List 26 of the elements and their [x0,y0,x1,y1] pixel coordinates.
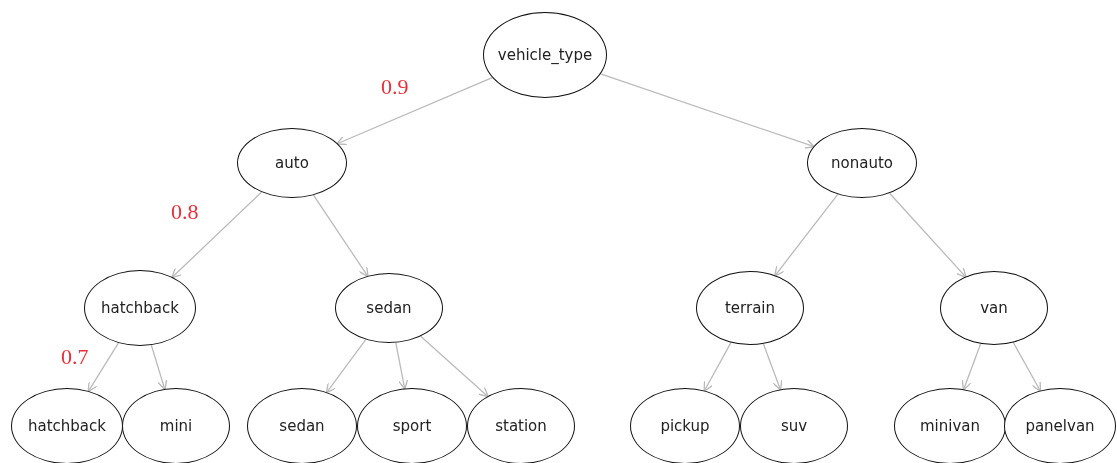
node-label: nonauto [831,154,893,172]
node-label: auto [275,154,309,172]
arrow [395,342,409,390]
node-label: panelvan [1025,417,1095,435]
arrow [171,191,263,279]
arrow [312,194,369,278]
arrow [87,342,119,393]
node-label: sport [392,417,432,435]
arrow [1012,341,1042,392]
node-label: sedan [279,417,325,435]
node-label: suv [780,417,808,435]
arrow [774,193,839,277]
node-label: hatchback [101,299,179,317]
node-label: hatchback [28,417,106,435]
arrow [888,192,967,278]
arrow [325,338,367,394]
node-label: minivan [920,417,980,435]
arrow [703,341,732,392]
node-label: sedan [366,299,412,317]
arrow [420,335,489,398]
node-label: pickup [660,417,710,435]
node-label: vehicle_type [497,46,593,64]
node-label: terrain [724,299,775,317]
node-label: mini [159,417,193,435]
node-label: station [495,417,547,435]
node-label: van [980,299,1008,317]
